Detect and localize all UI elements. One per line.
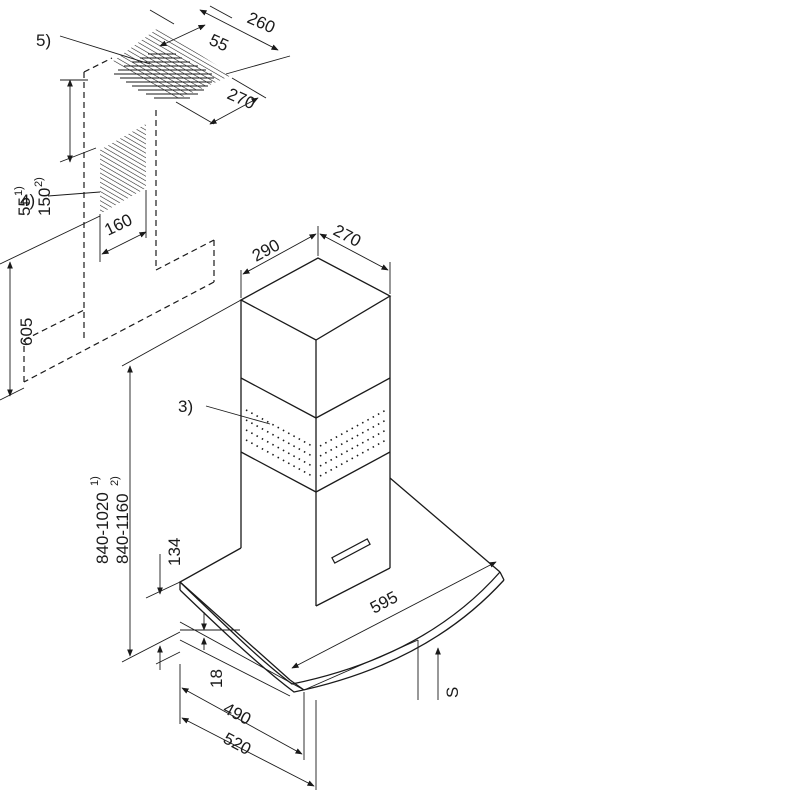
dim-270-top-label: 270 — [224, 84, 258, 113]
dim-290-label: 290 — [249, 235, 283, 265]
dim-line-595 — [291, 561, 497, 669]
wall-dashed-top — [83, 57, 113, 73]
dim-total-height-group: 840-1020 1) 840-1160 2) — [89, 476, 132, 564]
dim-total-1-label: 840-1020 — [93, 492, 112, 564]
ext-total-top — [121, 299, 242, 367]
ext-s-line — [303, 639, 419, 691]
label-4: 4) — [20, 191, 35, 210]
outlet-ext-line-4 — [175, 101, 215, 125]
ext-134-top — [145, 581, 181, 599]
dim-total-1-note: 1) — [89, 476, 101, 486]
leader-3 — [205, 405, 271, 425]
dim-134-label: 134 — [165, 538, 184, 566]
dim-total-2-label: 840-1160 — [113, 493, 132, 564]
ext-605-bottom — [0, 387, 25, 401]
wall-dashed-floor-5 — [23, 309, 85, 341]
ext-total-bottom — [121, 631, 181, 663]
dim-line-520 — [181, 717, 315, 787]
dim-160-label: 160 — [101, 210, 135, 240]
dim-18-label: 18 — [207, 669, 226, 688]
dim-595-label: 595 — [367, 587, 401, 617]
label-5: 5) — [36, 31, 51, 50]
label-3: 3) — [178, 397, 193, 416]
dim-line-270-top — [209, 97, 259, 125]
dim-line-260 — [199, 9, 279, 51]
ext-605-top — [0, 215, 101, 265]
dim-150-label: 150 — [35, 188, 54, 216]
outlet-ext-line-2 — [225, 55, 291, 75]
dim-55-note: 1) — [13, 186, 25, 196]
dim-55-150-group: 55 1) 150 2) — [13, 177, 54, 216]
ext-depth-diag-1 — [179, 621, 305, 691]
dim-line-160 — [101, 231, 147, 255]
wall-bracket-hatch — [100, 124, 146, 214]
outlet-ext-line-5 — [231, 77, 267, 99]
vent-grille-dots — [245, 409, 387, 477]
leader-4 — [47, 191, 101, 197]
ext-depth-diag-2 — [179, 639, 291, 697]
dim-55-label: 55 — [15, 197, 34, 216]
dim-line-290 — [242, 233, 317, 275]
canopy-glass — [178, 477, 505, 693]
duct-outlet-hatch — [112, 28, 232, 100]
dim-s-label: S — [443, 687, 462, 698]
outlet-ext-line-1 — [149, 9, 175, 25]
dim-line-55-top — [159, 24, 206, 47]
dim-520-label: 520 — [220, 729, 254, 759]
dim-270-chimney-label: 270 — [330, 221, 364, 251]
wall-dashed-floor-3 — [23, 281, 215, 383]
dim-150-note: 2) — [33, 177, 45, 187]
dim-605-label: 605 — [17, 318, 36, 346]
dim-line-270-chimney — [319, 233, 389, 271]
bracket-ext-bottom — [59, 147, 97, 163]
control-panel — [331, 538, 371, 564]
wall-dashed-floor-1 — [155, 239, 215, 271]
dim-55-top-label: 55 — [206, 30, 231, 55]
leader-5 — [59, 35, 151, 65]
dim-260-label: 260 — [244, 8, 278, 37]
outlet-ext-line-3 — [209, 5, 233, 19]
chimney-body — [239, 257, 392, 607]
dim-total-2-note: 2) — [109, 476, 121, 486]
